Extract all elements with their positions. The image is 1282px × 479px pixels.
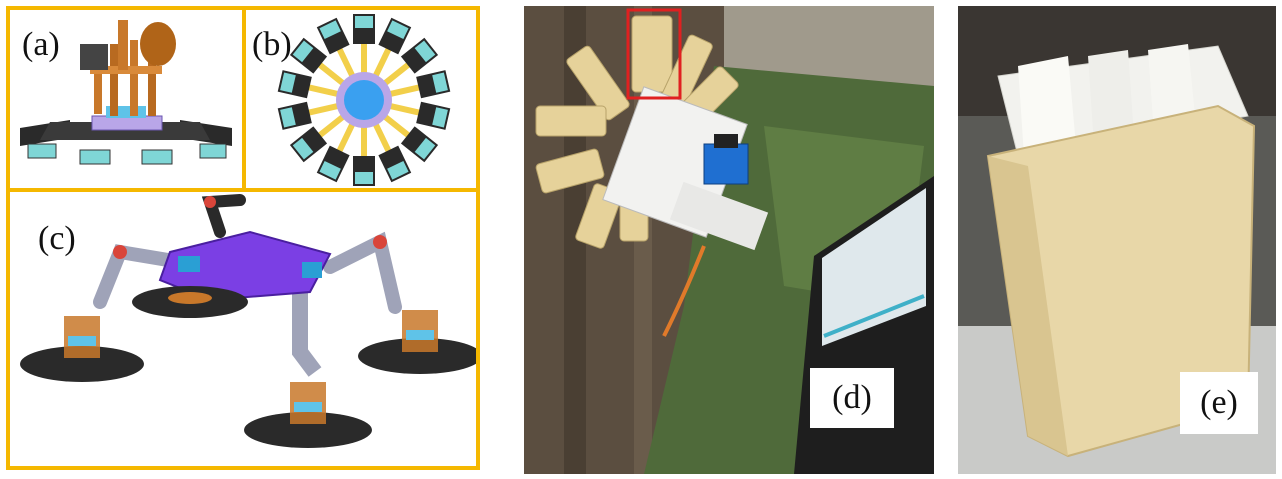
radial-finger — [353, 14, 375, 78]
highlight-box — [626, 8, 682, 100]
panel-c: (c) — [6, 188, 480, 470]
radial-finger — [353, 122, 375, 186]
radial-finger — [277, 101, 344, 130]
panel-label: (d) — [810, 368, 894, 428]
radial-finger — [289, 37, 349, 89]
radial-finger — [316, 17, 358, 82]
gripper-front-left — [132, 286, 248, 318]
panel-label: (a) — [22, 26, 60, 63]
radial-finger — [379, 111, 439, 163]
gripper-top-view — [277, 14, 451, 186]
radial-finger — [370, 118, 412, 183]
panel-d: (d) — [524, 6, 934, 474]
gripper-right — [358, 310, 476, 374]
radial-finger — [277, 70, 344, 99]
climbing-robot-model — [20, 194, 476, 448]
finger-closeup-photo — [958, 6, 1276, 474]
gripper-left — [20, 316, 144, 382]
panel-label: (e) — [1180, 372, 1258, 434]
radial-finger — [379, 37, 439, 89]
radial-finger — [289, 111, 349, 163]
panel-label: (c) — [38, 220, 76, 257]
panel-e: (e) — [958, 6, 1276, 474]
radial-finger — [316, 118, 358, 183]
gripper-bottom — [244, 382, 372, 448]
finger-plates — [997, 44, 1249, 157]
radial-finger — [370, 17, 412, 82]
panel-a: (a) — [6, 6, 246, 192]
gripper-side-view — [20, 20, 232, 165]
radial-finger — [384, 70, 451, 99]
panel-b: (b) — [242, 6, 480, 192]
panel-label: (b) — [252, 26, 292, 63]
radial-finger — [384, 101, 451, 130]
hub-center — [344, 80, 384, 120]
